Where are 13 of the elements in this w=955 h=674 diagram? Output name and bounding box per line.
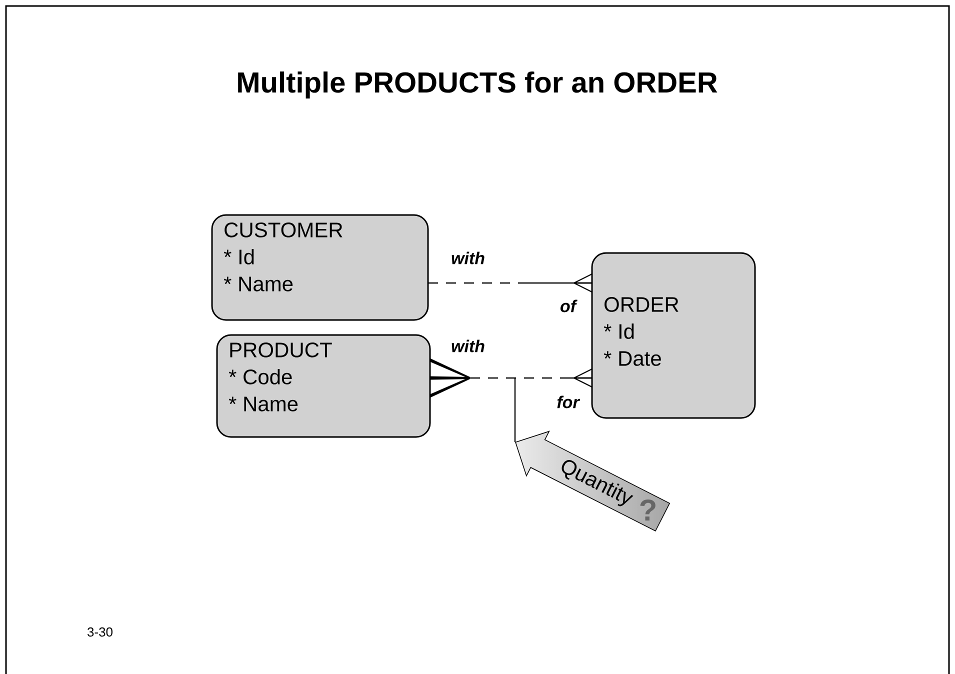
relationship-line — [428, 273, 593, 293]
edge-label: with — [452, 340, 484, 352]
entity-box: PRODUCT * Code * Name — [216, 334, 431, 438]
entity-box: ORDER * Id * Date — [591, 252, 756, 419]
role-label: of — [560, 300, 578, 312]
slide-title: Multiple PRODUCTS for an ORDER — [238, 71, 718, 99]
edge-label: with — [452, 252, 484, 264]
relationship-line — [430, 358, 593, 398]
question-mark: ? — [640, 500, 656, 520]
entity-box: CUSTOMER * Id * Name — [211, 214, 429, 321]
page-number: 3-30 — [88, 627, 113, 637]
role-label: for — [557, 396, 580, 408]
connector-line — [514, 378, 516, 442]
